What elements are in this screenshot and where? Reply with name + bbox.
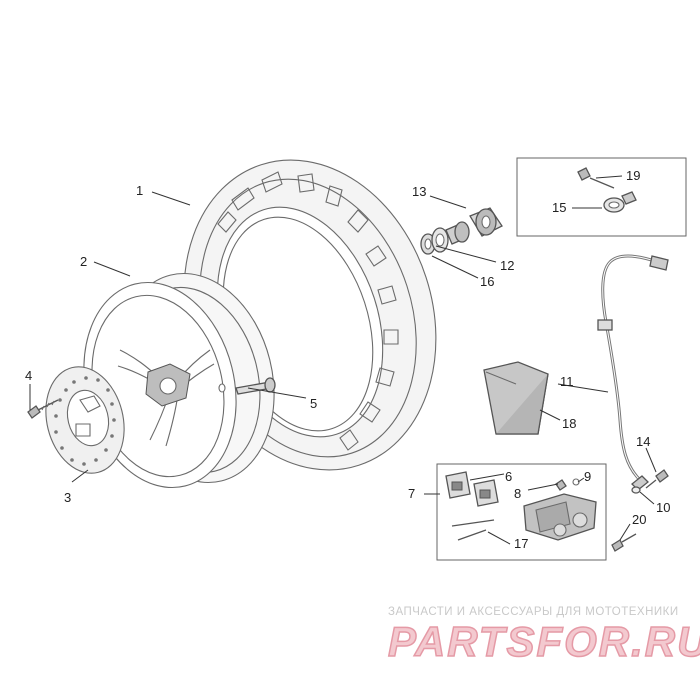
tire-valve <box>218 377 276 395</box>
brake-caliper <box>523 493 597 541</box>
callout-1: 1 <box>136 183 143 198</box>
brake-pads <box>445 471 499 507</box>
hose-clamp <box>577 167 637 213</box>
copper-washer <box>631 486 641 494</box>
callout-7: 7 <box>408 486 415 501</box>
bearing-set <box>420 207 503 255</box>
callout-3: 3 <box>64 490 71 505</box>
watermark-tagline: ЗАПЧАСТИ И АКСЕССУАРЫ ДЛЯ МОТОТЕХНИКИ <box>388 606 679 618</box>
watermark-logo-text: PARTSFOR.RU <box>387 617 700 666</box>
callout-2: 2 <box>80 254 87 269</box>
clamp-kit-box <box>516 157 687 237</box>
callout-19: 19 <box>626 168 640 183</box>
callout-17: 17 <box>514 536 528 551</box>
manual-booklet <box>483 361 549 435</box>
disc-bolt <box>27 399 59 419</box>
callout-12: 12 <box>500 258 514 273</box>
callout-18: 18 <box>562 416 576 431</box>
callout-20: 20 <box>632 512 646 527</box>
callout-13: 13 <box>412 184 426 199</box>
leader-lines <box>29 175 657 545</box>
callout-9: 9 <box>584 469 591 484</box>
banjo-bolt <box>645 469 669 489</box>
callout-6: 6 <box>505 469 512 484</box>
callout-11: 11 <box>560 374 574 389</box>
callout-10: 10 <box>656 500 670 515</box>
callout-5: 5 <box>310 396 317 411</box>
callout-8: 8 <box>514 486 521 501</box>
callout-14: 14 <box>636 434 650 449</box>
caliper-bolt <box>611 533 637 552</box>
callout-4: 4 <box>25 368 32 383</box>
pad-pins <box>451 519 495 541</box>
brake-hose <box>597 254 669 491</box>
callout-numbers: 1 2 3 4 5 6 7 8 9 10 11 12 13 14 15 16 1… <box>25 168 670 551</box>
callout-15: 15 <box>552 200 566 215</box>
bleed-valve <box>555 478 580 491</box>
caliper-kit-box <box>436 463 607 561</box>
callout-16: 16 <box>480 274 494 289</box>
brake-disc <box>45 366 125 474</box>
